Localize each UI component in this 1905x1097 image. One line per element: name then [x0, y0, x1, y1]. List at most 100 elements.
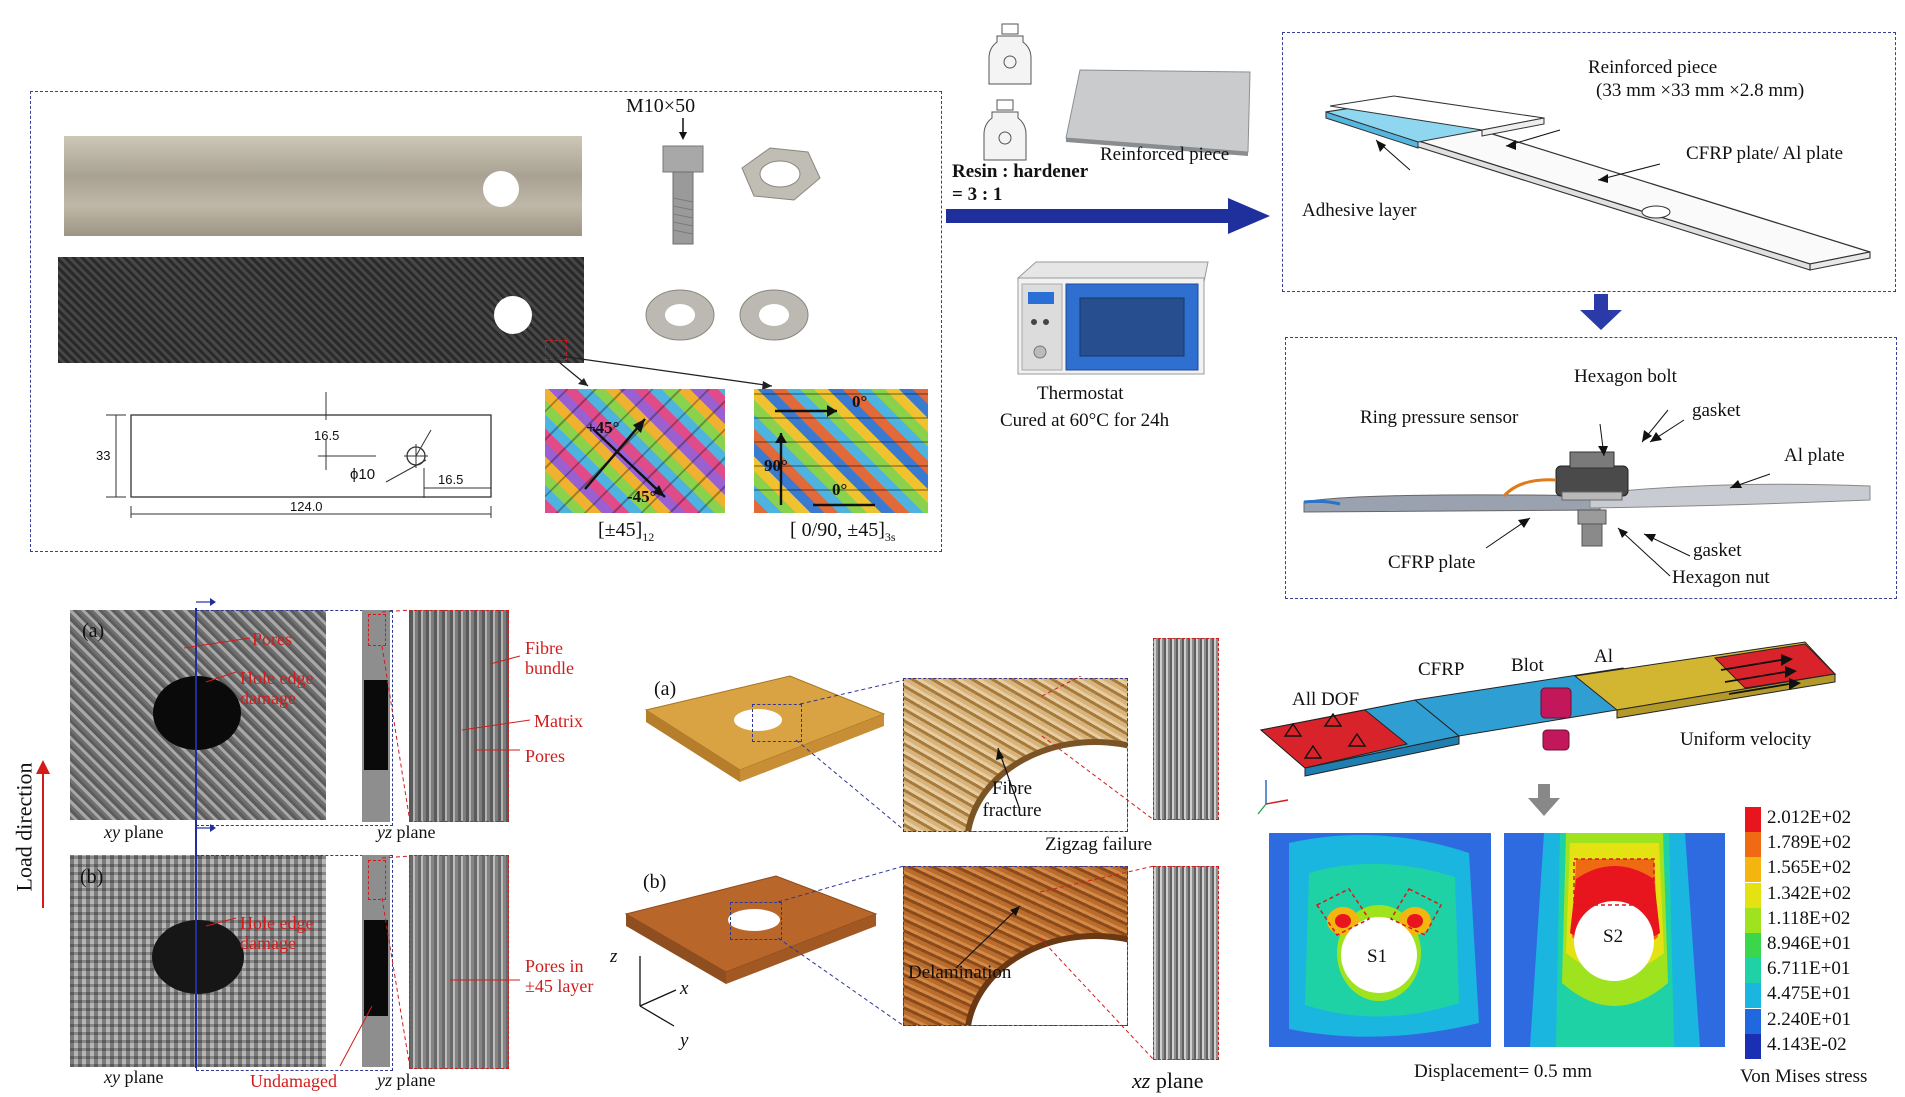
legend-swatch	[1745, 983, 1761, 1009]
specimen-panel	[30, 91, 942, 552]
joint-leader-lines	[1485, 409, 1771, 577]
curing-label: Cured at 60°C for 24h	[1000, 410, 1170, 431]
plate-label: CFRP plate/ Al plate	[1686, 143, 1844, 164]
xy-plane-label-b: xy plane	[104, 1067, 164, 1087]
load-direction-label: Load direction	[11, 762, 37, 892]
fem-model	[1259, 641, 1837, 777]
process-arrow	[946, 198, 1270, 234]
all-dof-label: All DOF	[1292, 689, 1360, 710]
yz-zoom-box-b	[368, 860, 386, 900]
recon-connectors	[777, 676, 1155, 1061]
delamination-closeup	[903, 866, 1128, 1026]
down-arrow-gray	[1528, 784, 1560, 816]
ct-a-label: (a)	[82, 620, 105, 642]
axis-x-label: x	[680, 978, 689, 999]
xz-slice-a	[1153, 638, 1219, 820]
assembly-panel	[1282, 32, 1896, 292]
legend-swatch	[1745, 1033, 1761, 1059]
fibre-bundle-label: Fibre bundle	[525, 638, 574, 678]
weave-pattern-45	[545, 389, 725, 513]
legend-value: 4.475E+01	[1767, 983, 1852, 1005]
reinforced-piece-photo	[1065, 69, 1251, 156]
zigzag-label: Zigzag failure	[1045, 834, 1153, 855]
zoom-box-3d-a	[752, 704, 802, 742]
legend-value: 1.565E+02	[1767, 857, 1852, 879]
legend-swatch	[1745, 807, 1761, 832]
gasket-bottom-label: gasket	[1693, 540, 1742, 561]
thermostat-photo	[1016, 261, 1209, 375]
dim-offset: 16.5	[314, 428, 340, 443]
bolted-joint-panel	[1285, 337, 1897, 599]
matrix-label: Matrix	[534, 711, 583, 731]
blot-label: Blot	[1511, 655, 1544, 676]
pores-label: Pores	[252, 629, 292, 649]
nut-photo	[741, 147, 821, 201]
yz-zoom-box-a	[368, 614, 386, 646]
angle-0-top: 0°	[852, 392, 868, 411]
ring-sensor-label: Ring pressure sensor	[1360, 407, 1519, 428]
yz-plane-label-b: yz plane	[377, 1070, 436, 1090]
fibre-fracture-closeup	[903, 678, 1128, 832]
displacement-label: Displacement= 0.5 mm	[1414, 1061, 1592, 1082]
axis-triad-icon	[639, 956, 677, 1027]
legend-swatch	[1745, 857, 1761, 883]
legend-swatch	[1745, 958, 1761, 984]
bolt-label: M10×50	[626, 95, 696, 117]
von-mises-label: Von Mises stress	[1740, 1066, 1868, 1087]
assembly-drawing	[1325, 95, 1871, 271]
mix-ratio-label: = 3 : 1	[952, 184, 1003, 205]
xy-plane-label-a: xy plane	[104, 822, 164, 842]
resin-hardener-label: Resin : hardener	[952, 161, 1089, 182]
ct-zoom-strip-b	[409, 855, 509, 1069]
ct-leader-lines	[183, 637, 530, 1067]
layup-090-45: [ 0/90, ±45]3s	[790, 519, 896, 544]
gasket-top-label: gasket	[1692, 400, 1741, 421]
s1-label: S1	[1367, 946, 1388, 967]
load-direction-arrow	[36, 760, 50, 908]
xz-plane-label: xz plane	[1132, 1068, 1204, 1093]
dim-height: 33	[96, 448, 111, 463]
axis-y-label: y	[680, 1030, 689, 1051]
legend-value: 1.118E+02	[1767, 907, 1851, 929]
plate-hole	[483, 171, 519, 207]
axis-z-label: z	[610, 946, 618, 967]
bolted-joint-photo	[1303, 451, 1871, 547]
reinforced-piece-title: Reinforced piece	[1588, 57, 1718, 78]
fibre-fracture-label: Fibre fracture	[982, 778, 1042, 821]
ct-yz-hole-a	[364, 680, 388, 770]
angle-minus45: -45°	[627, 487, 657, 506]
al-plate-label: Al plate	[1784, 445, 1845, 466]
legend-swatch	[1745, 907, 1761, 933]
delamination-label: Delamination	[908, 962, 1012, 983]
stress-contour-s1	[1269, 833, 1491, 1047]
pores-label-2: Pores	[525, 746, 565, 766]
al-label: Al	[1594, 646, 1613, 667]
ct-zoom-connectors	[381, 609, 411, 1069]
resin-bottle-b-icon	[983, 99, 1027, 161]
fibre-angle-arrows	[584, 405, 875, 507]
stress-contour-s2	[1504, 833, 1725, 1047]
recon-b-label: (b)	[643, 871, 667, 893]
angle-90: 90°	[764, 456, 788, 475]
plate-hole	[494, 296, 532, 334]
hole-edge-damage-a: Hole edge damage	[240, 668, 314, 708]
dim-hole: ϕ10	[350, 466, 376, 483]
ct-zoom-strip-a	[409, 610, 509, 822]
ct-yz-hole-b	[364, 920, 388, 1016]
legend-value: 6.711E+01	[1767, 958, 1851, 980]
recon-a-label: (a)	[654, 678, 677, 700]
pores-layer-label: Pores in ±45 layer	[525, 956, 594, 996]
dim-length: 124.0	[290, 499, 323, 514]
hexagon-nut-label: Hexagon nut	[1672, 567, 1770, 588]
legend-value: 8.946E+01	[1767, 933, 1852, 954]
fem-axis-icon	[1257, 780, 1289, 815]
reinforced-piece-label: Reinforced piece	[1100, 144, 1230, 165]
dim-edge: 16.5	[438, 472, 464, 487]
ct-b-label: (b)	[80, 866, 104, 888]
specimen-drawing	[106, 392, 492, 518]
reinforced-piece-dims: (33 mm ×33 mm ×2.8 mm)	[1596, 80, 1805, 101]
cfrp-label: CFRP	[1418, 659, 1465, 680]
zoom-arrows	[553, 355, 773, 390]
hole-edge-damage-b: Hole edge damage	[240, 913, 314, 953]
